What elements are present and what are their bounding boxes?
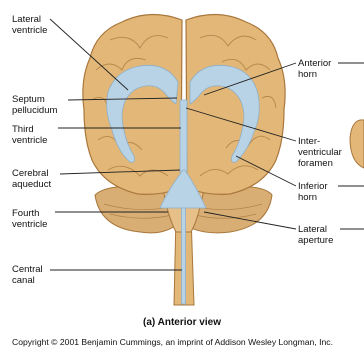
right-hemisphere <box>186 14 285 194</box>
central-canal-shape <box>182 208 186 304</box>
left-hemisphere <box>83 14 182 194</box>
copyright-notice: Copyright © 2001 Benjamin Cummings, an i… <box>12 337 333 347</box>
figure-caption: (a) Anterior view <box>0 317 364 328</box>
posterior-view-fragment <box>350 120 364 168</box>
third-ventricle-shape <box>180 100 187 172</box>
